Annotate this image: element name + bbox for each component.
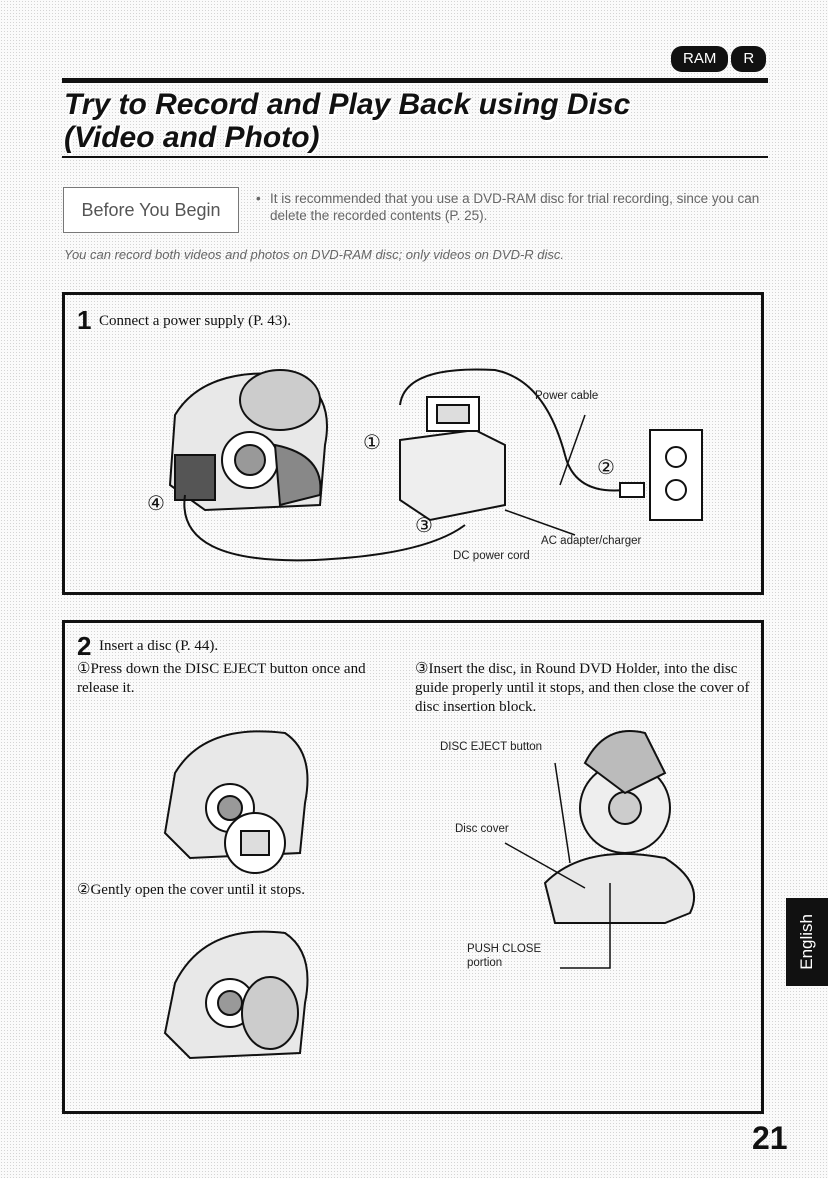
step1-panel: 1 Connect a power supply (P. 43). <box>62 292 764 595</box>
step2-sub3: ③Insert the disc, in Round DVD Holder, i… <box>415 661 750 715</box>
label-power-cable: Power cable <box>535 390 599 402</box>
label-dc-cord: DC power cord <box>453 550 530 562</box>
label-ac-adapter: AC adapter/charger <box>541 535 642 547</box>
before-you-begin-note: • It is recommended that you use a DVD-R… <box>256 190 776 224</box>
label-disc-eject: DISC EJECT button <box>440 741 543 753</box>
r-badge: R <box>731 46 767 72</box>
note-text: It is recommended that you use a DVD-RAM… <box>270 191 760 223</box>
step2-instruction: Insert a disc (P. 44). <box>99 638 219 654</box>
step2-sub2: ②Gently open the cover until it stops. <box>77 882 305 898</box>
before-you-begin-box: Before You Begin <box>63 187 239 233</box>
step2-number: 2 <box>77 631 92 661</box>
page-number: 21 <box>752 1120 788 1156</box>
marker-3: ③ <box>415 515 433 537</box>
disc-type-badges: RAM R <box>671 46 767 72</box>
marker-4: ④ <box>147 493 165 515</box>
step2-illustrations <box>163 730 695 1060</box>
note-bullet: • <box>256 191 261 206</box>
step2-panel: 2 Insert a disc (P. 44). ①Press down the… <box>62 620 764 1114</box>
page-title: Try to Record and Play Back using Disc (… <box>64 88 764 154</box>
title-rule-bottom <box>62 156 768 158</box>
marker-2: ② <box>597 457 615 479</box>
ram-badge: RAM <box>671 46 729 72</box>
step2-sub1: ①Press down the DISC EJECT button once a… <box>77 661 366 696</box>
title-rule-top <box>62 78 768 83</box>
step1-number: 1 <box>77 305 92 335</box>
language-side-tab: English <box>786 898 828 986</box>
language-label: English <box>797 914 816 970</box>
page-title-line2: (Video and Photo) <box>64 121 320 154</box>
step1-instruction: Connect a power supply (P. 43). <box>99 313 292 329</box>
page-title-line1: Try to Record and Play Back using Disc <box>64 88 631 121</box>
label-disc-cover: Disc cover <box>455 823 509 835</box>
label-push-close-portion: portion <box>467 957 503 969</box>
step1-illustration <box>168 368 703 562</box>
label-push-close: PUSH CLOSE <box>467 943 542 955</box>
intro-note: You can record both videos and photos on… <box>64 247 565 262</box>
marker-1: ① <box>363 432 381 454</box>
